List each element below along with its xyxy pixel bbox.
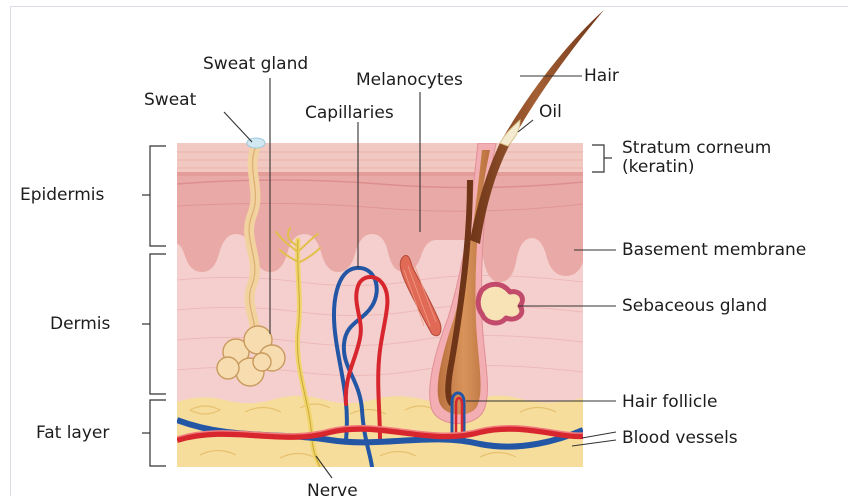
label-sebaceous-gland: Sebaceous gland <box>622 296 767 316</box>
label-dermis: Dermis <box>50 314 110 334</box>
label-oil: Oil <box>539 102 562 122</box>
label-epidermis: Epidermis <box>20 185 104 205</box>
label-capillaries: Capillaries <box>305 103 394 123</box>
stratum-corneum-layer <box>177 143 583 175</box>
label-hair-follicle: Hair follicle <box>622 392 717 412</box>
label-sweat-gland: Sweat gland <box>203 54 308 74</box>
oil-drop <box>500 120 520 146</box>
label-basement-membrane: Basement membrane <box>622 240 806 260</box>
label-hair: Hair <box>584 66 619 86</box>
label-stratum-corneum: Stratum corneum <box>622 138 771 158</box>
skin-layers <box>177 143 583 467</box>
sebaceous-gland <box>478 284 522 323</box>
label-blood-vessels: Blood vessels <box>622 428 738 448</box>
label-keratin: (keratin) <box>622 157 695 177</box>
label-fat-layer: Fat layer <box>36 423 109 443</box>
label-nerve: Nerve <box>307 481 358 501</box>
stratum-border <box>177 172 583 176</box>
label-melanocytes: Melanocytes <box>356 70 463 90</box>
label-sweat: Sweat <box>144 90 196 110</box>
